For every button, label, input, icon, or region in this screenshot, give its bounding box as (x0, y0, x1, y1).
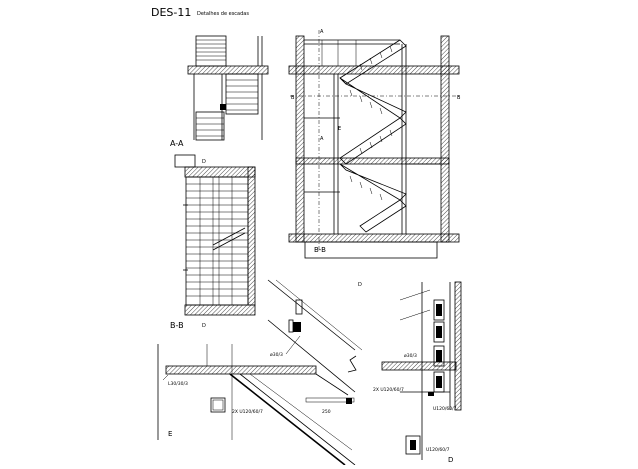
detail-d-note-beam: 2X U120/60/7 (373, 387, 404, 393)
detail-e-tag-d: D (358, 282, 362, 288)
detail-e-note-beam: 2X U120/60/7 (232, 409, 263, 415)
detail-e-note-l: L30/30/3 (168, 381, 188, 387)
detail-e-label: E (168, 430, 172, 438)
detail-d-label: D (448, 456, 453, 464)
detail-e-view: D ø30/3 L30/30/3 2X U120/60/7 250 E (157, 279, 363, 466)
section-aa-view: A-A (170, 35, 269, 148)
detail-e-dim-250: 250 (322, 409, 331, 415)
sheet-code: DES-11 (151, 6, 191, 19)
detail-d-note-angle: ø30/3 (404, 353, 417, 359)
section-bb-tag-a-top: A (320, 29, 324, 35)
plan-bb-tag-top: D (202, 159, 206, 165)
plan-bb-tag-bottom: D (202, 323, 206, 329)
plan-bb-label: B-B (170, 321, 184, 330)
detail-d-view: ø30/3 2X U120/60/7 U120/60/7 U120/60/7 D (373, 281, 462, 464)
section-aa-label: A-A (170, 139, 184, 148)
section-bb-tag-e: E (338, 126, 341, 132)
section-bb-label: B-B (314, 246, 326, 254)
detail-d-note-u-right: U120/60/7 (433, 406, 457, 412)
section-bb-tag-b-right: B (457, 95, 461, 101)
section-bb-tag-b-left: B (291, 95, 295, 101)
detail-d-note-u-bottom: U120/60/7 (426, 447, 450, 453)
section-bb-tag-a-mid: A (320, 136, 324, 142)
section-bb-view: A A E B B B-B (288, 29, 461, 259)
sheet-title: Detalhes de escadas (197, 11, 249, 17)
plan-bb-view: D D B-B (170, 154, 256, 330)
detail-e-note-angle: ø30/3 (270, 352, 283, 358)
title-block: DES-11 Detalhes de escadas (151, 6, 249, 19)
